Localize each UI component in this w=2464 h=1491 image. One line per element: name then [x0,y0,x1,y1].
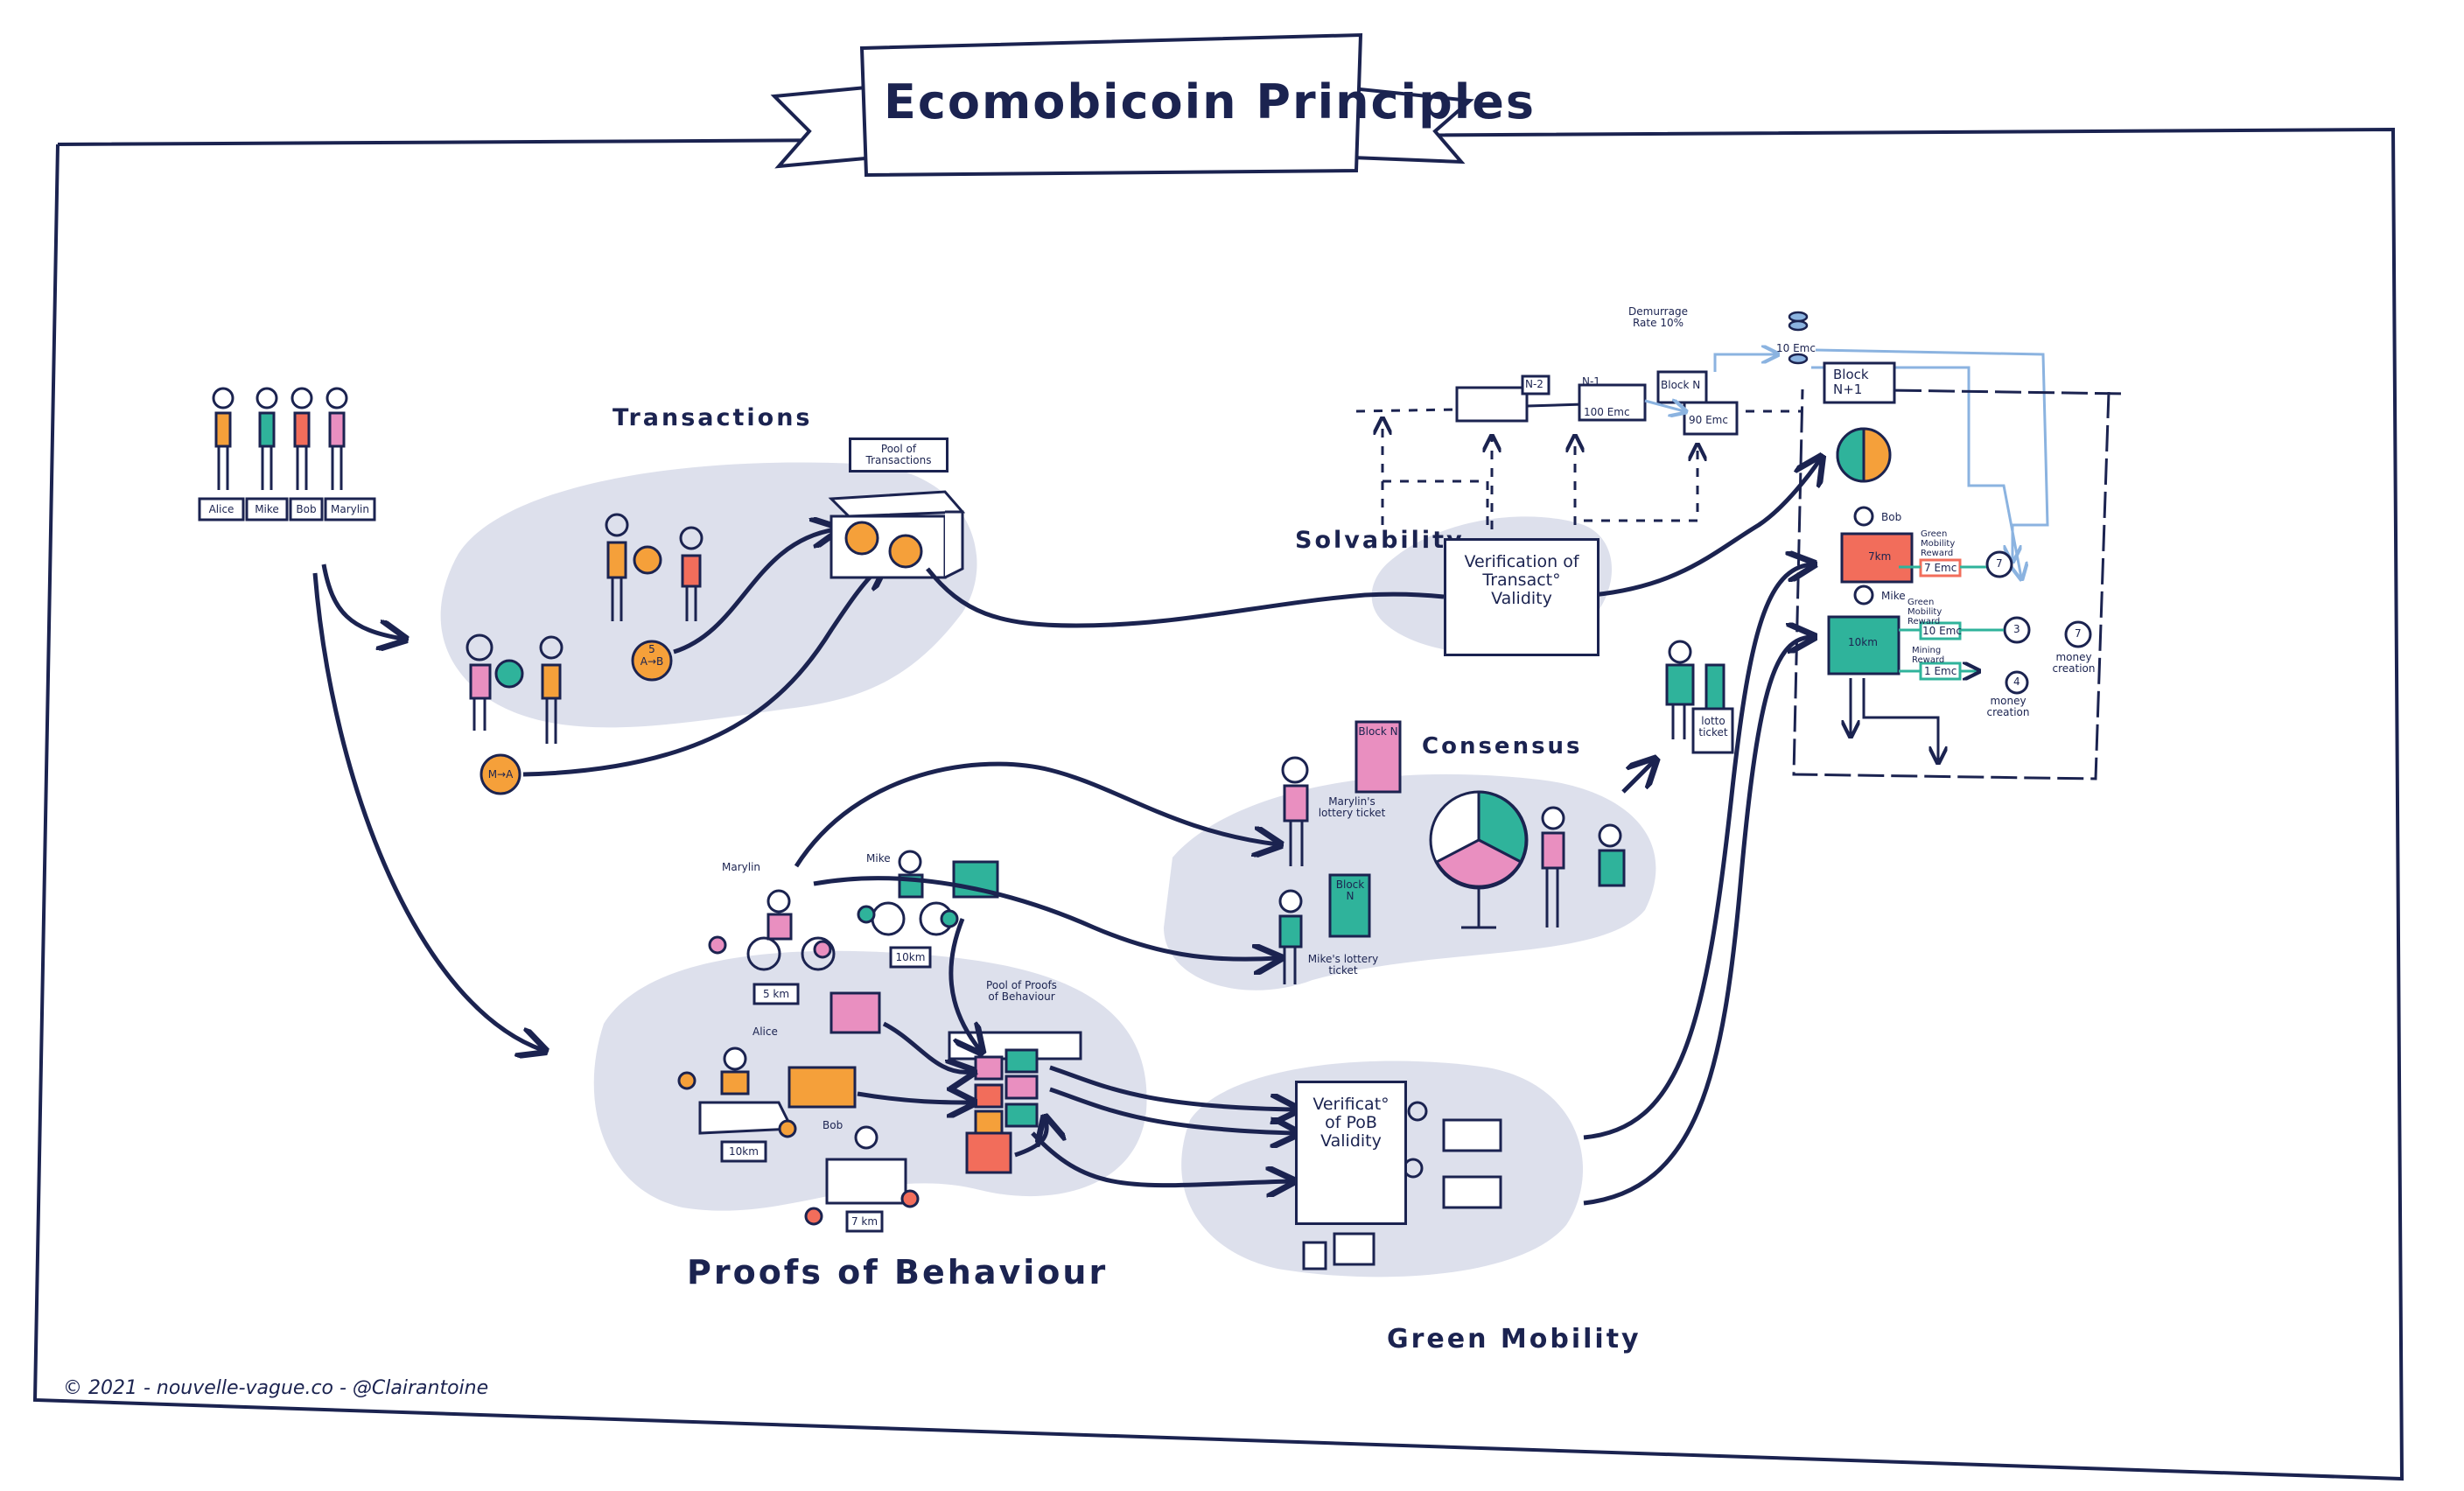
block-n-minus-1-label: N-1 [1582,375,1600,388]
solvability-heading: Solvability [1295,527,1465,554]
pool-of-transactions-label: Pool of Transactions [849,438,948,473]
pob-alice-distance: 10km [729,1145,759,1158]
bob-km-label: 7km [1868,550,1892,563]
coin-m-to-a [480,753,522,795]
pob-bob-label: Bob [822,1119,844,1131]
blockchain-lines [1355,370,1802,529]
pob-bob-distance: 7 km [850,1215,878,1228]
consensus-figures [1278,640,1734,984]
coin-m-to-a-label: M→A [487,768,514,780]
coin-a-to-b-label: A→B [640,655,664,668]
mike-ticket-block: Block N [1335,878,1365,903]
coin-a-to-b [631,640,673,682]
bob-green-reward-label: Green Mobility Reward [1921,529,1956,558]
amount-90-emc: 90 Emc [1689,414,1728,426]
pob-alice-label: Alice [752,1026,778,1038]
mike-reward-name: Mike [1881,590,1906,602]
name-tag-alice: Alice [208,503,234,515]
coin-3: 3 [2013,623,2020,635]
mike-reward-amount: 10 Emc [1922,625,1962,637]
lotto-ticket-label: lotto ticket [1698,715,1728,739]
amount-10-emc: 10 Emc [1776,342,1816,354]
money-creation-label-1: money creation [1986,695,2030,719]
green-mobility-heading: Green Mobility [1387,1324,1642,1354]
coin-a-to-b-amount: 5 [648,643,655,655]
pob-mike-distance: 10km [895,951,926,963]
verification-of-pob-box: Verificat° of PoB Validity [1295,1081,1407,1225]
name-tag-mike: Mike [255,503,279,515]
block-n-minus-2-label: N-2 [1525,378,1544,390]
transaction-figures [466,513,704,744]
demurrage-flow-lines [1644,350,2049,578]
mining-reward-amount: 1 Emc [1924,665,1957,677]
money-creation-label-2: money creation [2052,651,2096,676]
mining-reward-label: Mining Reward [1912,646,1945,665]
pob-heading: Proofs of Behaviour [687,1253,1109,1292]
coin-7-bob: 7 [1996,557,2003,570]
bob-reward-amount: 7 Emc [1924,562,1957,574]
coin-stack-icon [1788,311,1809,365]
title-banner [770,32,1474,178]
pob-mike-label: Mike [866,852,891,864]
green-mobility-items [1302,1101,1502,1270]
block-n-plus-1-label: Block N+1 [1833,367,1869,397]
amount-100-emc: 100 Emc [1584,406,1630,418]
pool-of-pob-label: Pool of Proofs of Behaviour [986,979,1057,1004]
coin-4: 4 [2013,676,2020,688]
arrow-people-to-pob [312,572,542,1050]
arrow-people-to-transactions [321,564,402,639]
block-n-label: Block N [1661,379,1701,391]
people-group [198,387,376,522]
marylin-lottery-ticket-label: Marylin's lottery ticket [1318,795,1386,820]
copyright-footer: © 2021 - nouvelle-vague.co - @Clairantoi… [63,1377,489,1399]
demurrage-rate-label: Demurrage Rate 10% [1628,305,1688,330]
coin-7-total: 7 [2075,627,2082,640]
pool-of-transactions-box [828,490,966,579]
bob-reward-name: Bob [1881,511,1902,523]
name-tag-marylin: Marylin [330,503,369,515]
pob-marylin-distance: 5 km [762,988,790,1000]
consensus-heading: Consensus [1422,733,1583,760]
pob-marylin-label: Marylin [722,861,761,873]
verification-of-transaction-box: Verification of Transact° Validity [1444,538,1600,656]
mike-lottery-ticket-label: Mike's lottery ticket [1307,953,1379,977]
block-n1-content [1827,427,2092,761]
marylin-ticket-block: Block N [1358,725,1398,738]
mike-green-reward-label: Green Mobility Reward [1908,598,1942,626]
pob-arrows [794,564,1811,1206]
frame-border [32,127,2404,1481]
transactions-heading: Transactions [612,404,813,431]
page-title: Ecomobicoin Principles [884,74,1536,130]
name-tag-bob: Bob [296,503,317,515]
mike-km-label: 10km [1848,636,1878,648]
pob-figures [677,850,1082,1233]
